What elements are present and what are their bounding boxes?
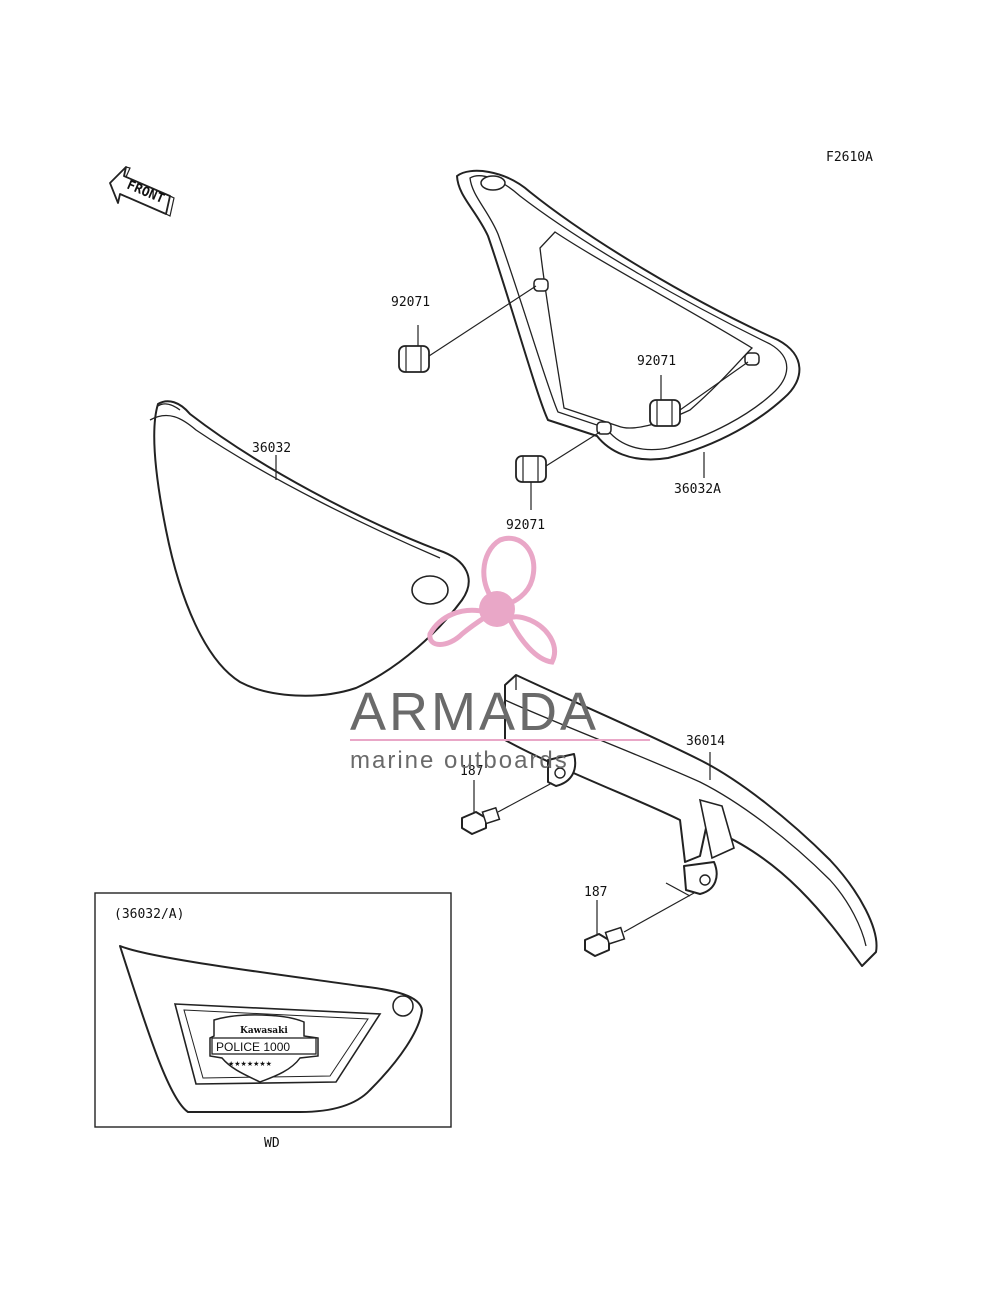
emblem-model: POLICE 1000 xyxy=(216,1040,290,1054)
label-cover-left: 36032 xyxy=(252,441,291,456)
front-arrow-icon: FRONT xyxy=(109,166,175,217)
watermark-name: ARMADA xyxy=(350,682,599,742)
watermark-tagline: marine outboards xyxy=(350,747,569,774)
police-emblem-icon: Kawasaki POLICE 1000 ★★★★★★★ xyxy=(209,1014,319,1083)
propeller-logo-icon xyxy=(427,535,557,665)
label-bolt-b: 187 xyxy=(584,885,607,900)
emblem-brand: Kawasaki xyxy=(240,1026,288,1036)
label-grommet-b: 92071 xyxy=(637,354,676,369)
mount-pin xyxy=(744,352,760,366)
inset-caption: WD xyxy=(264,1136,280,1151)
emblem-stars: ★★★★★★★ xyxy=(228,1060,272,1068)
mount-pin xyxy=(533,278,549,292)
inset-box: (36032/A) Kawasaki POLICE 1000 ★★★★★★★ xyxy=(94,892,452,1128)
chain-guard xyxy=(504,674,878,967)
bolt-b xyxy=(584,926,626,957)
armada-watermark: ARMADA marine outboards xyxy=(350,535,650,774)
grommet-a xyxy=(398,345,430,373)
label-cover-right: 36032A xyxy=(674,482,721,497)
label-bolt-a: 187 xyxy=(460,764,483,779)
inset-title: (36032/A) xyxy=(114,907,184,922)
label-chain-guard: 36014 xyxy=(686,734,725,749)
bolt-a xyxy=(461,806,501,835)
label-grommet-a: 92071 xyxy=(391,295,430,310)
grommet-b xyxy=(649,399,681,427)
figure-code: F2610A xyxy=(826,150,873,165)
side-cover-left xyxy=(149,400,470,697)
mount-pin xyxy=(596,421,612,435)
grommet-c xyxy=(515,455,547,483)
side-cover-right xyxy=(456,169,801,461)
label-grommet-c: 92071 xyxy=(506,518,545,533)
